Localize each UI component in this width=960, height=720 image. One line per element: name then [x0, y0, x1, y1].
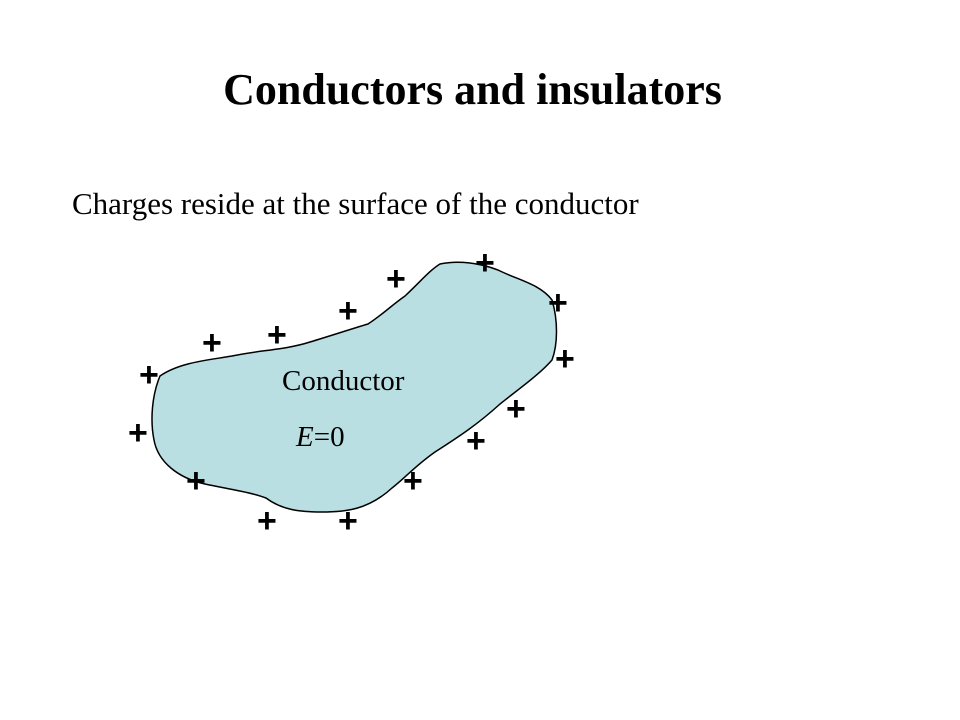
charge-plus: +	[257, 502, 277, 540]
charge-plus: +	[338, 292, 358, 330]
surface-charges: + + + + + + + + + + + + + + + +	[128, 244, 575, 540]
field-value: =0	[314, 421, 345, 453]
slide-title: Conductors and insulators	[223, 65, 722, 114]
field-equation: E=0	[295, 421, 345, 453]
charge-plus: +	[555, 340, 575, 378]
charge-plus: +	[386, 260, 406, 298]
conductor-label: Conductor	[282, 365, 405, 397]
conductor-shape	[151, 261, 558, 513]
charge-plus: +	[267, 316, 287, 354]
charge-plus: +	[548, 284, 568, 322]
field-symbol: E	[295, 421, 314, 453]
charge-plus: +	[139, 356, 159, 394]
charge-plus: +	[403, 462, 423, 500]
charge-plus: +	[202, 324, 222, 362]
charge-plus: +	[128, 414, 148, 452]
slide-subtitle: Charges reside at the surface of the con…	[72, 186, 639, 221]
charge-plus: +	[475, 244, 495, 282]
charge-plus: +	[466, 422, 486, 460]
charge-plus: +	[506, 390, 526, 428]
charge-plus: +	[186, 462, 206, 500]
charge-plus: +	[338, 502, 358, 540]
